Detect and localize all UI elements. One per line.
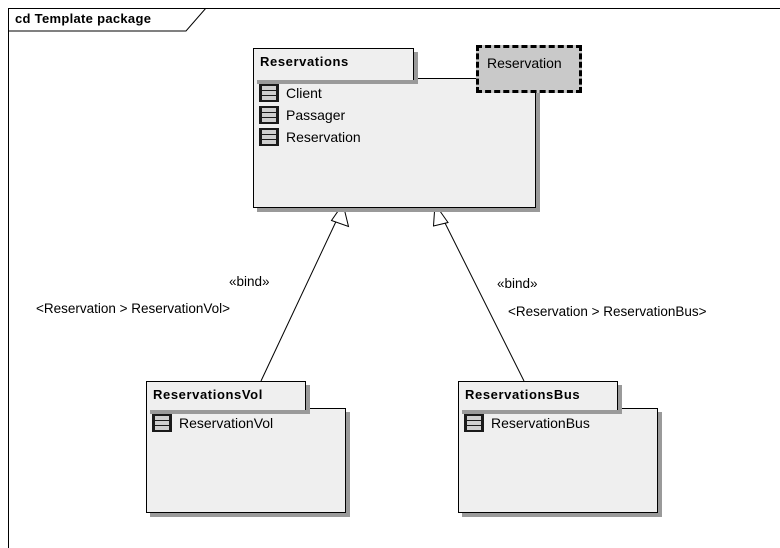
member-label: ReservationBus [491, 415, 590, 431]
package-tab: ReservationsVol [146, 381, 306, 410]
realization-arrowhead [432, 202, 449, 227]
bind-connectors [260, 202, 525, 382]
class-icon [152, 414, 172, 432]
class-icon [464, 414, 484, 432]
package-tab: ReservationsBus [458, 381, 618, 410]
package-name: Reservations [260, 54, 349, 69]
member-reservation[interactable]: Reservation [258, 126, 361, 148]
bind-connector-bus[interactable] [432, 202, 525, 382]
package-members: ReservationVol [151, 412, 273, 434]
template-parameter-label: Reservation [487, 55, 562, 71]
diagram-frame-label: cd Template package [15, 11, 152, 26]
member-label: Client [286, 85, 322, 101]
template-parameter-box[interactable]: Reservation [476, 45, 582, 93]
bind-stereotype-bus: «bind» [497, 276, 538, 291]
binding-label-bus: <Reservation > ReservationBus> [508, 304, 707, 319]
bind-connector-vol[interactable] [260, 202, 350, 382]
member-client[interactable]: Client [258, 82, 361, 104]
bind-stereotype-vol: «bind» [229, 274, 270, 289]
member-label: Passager [286, 107, 346, 123]
member-label: ReservationVol [179, 415, 274, 431]
package-members: Client Passager Reservation [258, 82, 361, 148]
diagram-frame-tab [8, 8, 207, 32]
member-reservationbus[interactable]: ReservationBus [463, 412, 590, 434]
binding-label-vol: <Reservation > ReservationVol> [36, 301, 230, 316]
member-reservationvol[interactable]: ReservationVol [151, 412, 273, 434]
package-name: ReservationsBus [465, 387, 581, 402]
member-passager[interactable]: Passager [258, 104, 361, 126]
package-tab: Reservations [253, 48, 414, 80]
package-body [253, 78, 536, 208]
class-icon [259, 128, 279, 146]
member-label: Reservation [286, 129, 361, 145]
package-name: ReservationsVol [153, 387, 263, 402]
diagram-frame [8, 8, 780, 548]
package-body [146, 408, 346, 513]
package-members: ReservationBus [463, 412, 590, 434]
realization-arrowhead [330, 202, 350, 228]
class-icon [259, 106, 279, 124]
class-icon [259, 84, 279, 102]
